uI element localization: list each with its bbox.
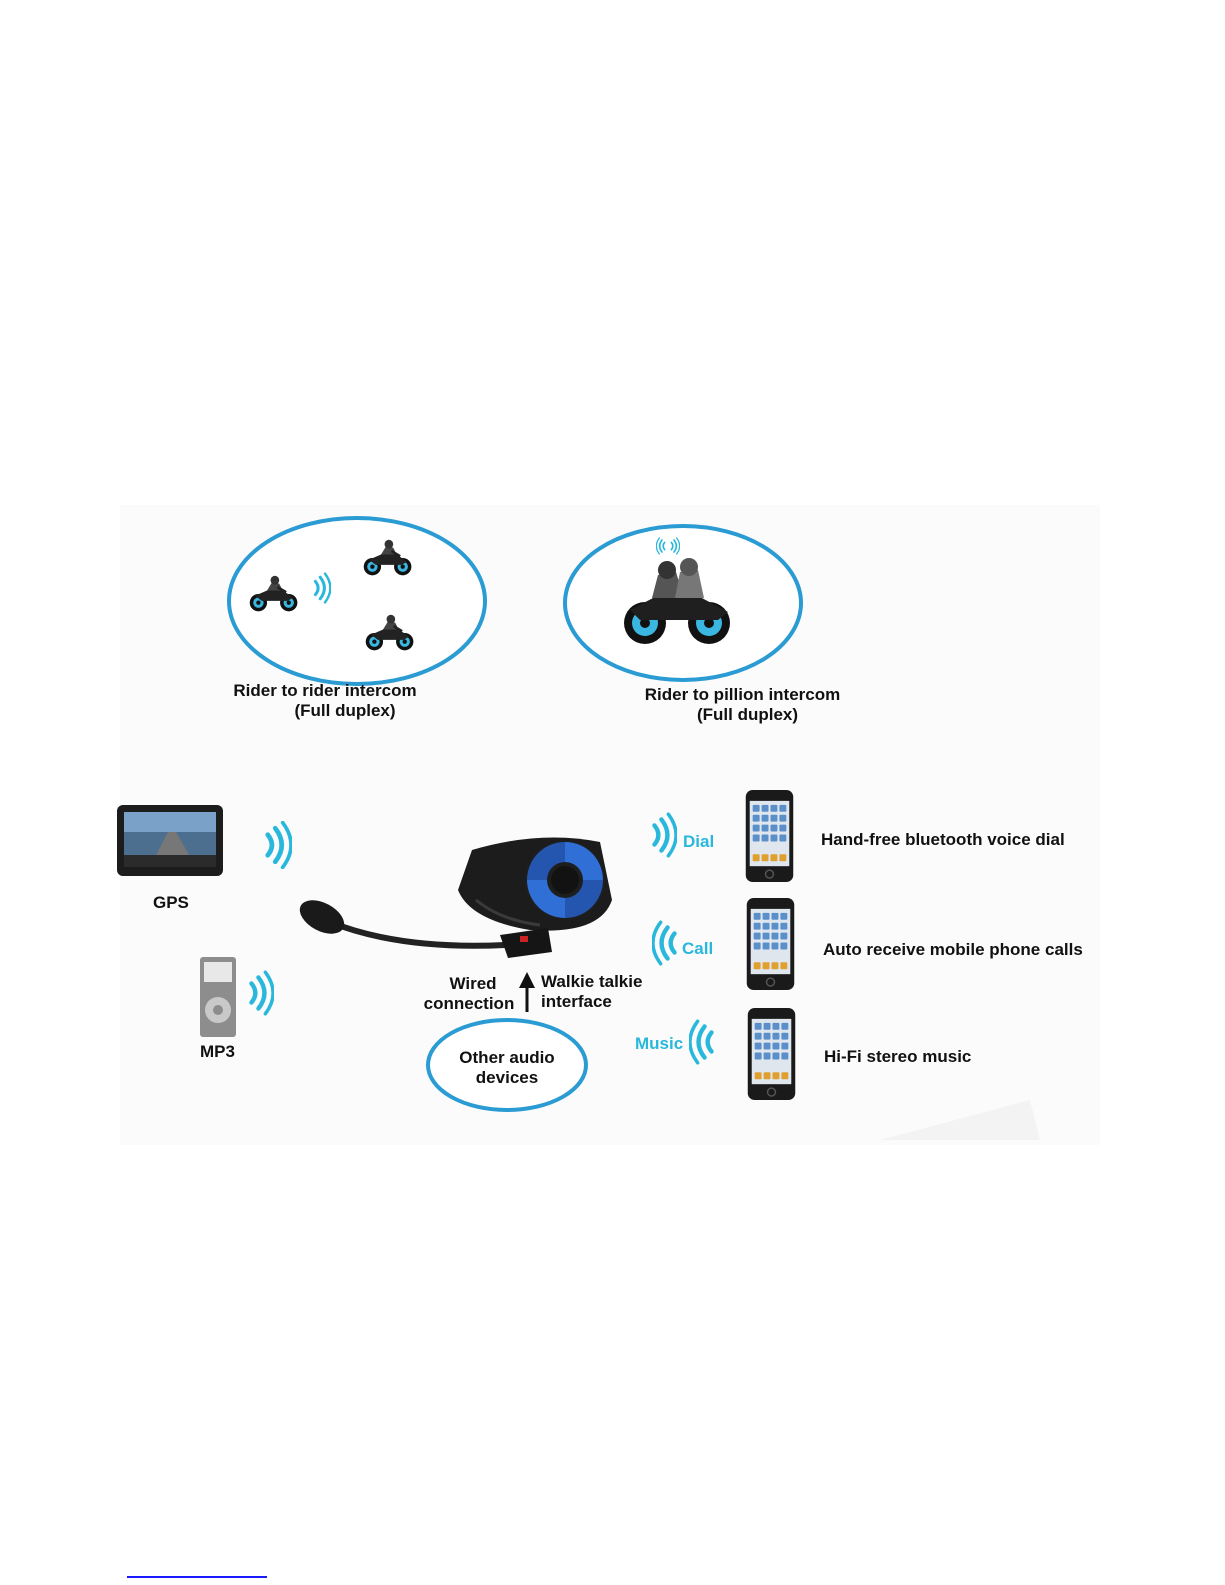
dial-signal-label: Dial [683, 832, 714, 852]
receive-calls-description: Auto receive mobile phone calls [823, 940, 1083, 960]
rider-to-pillion-label: Rider to pillion intercom (Full duplex) [635, 685, 850, 725]
smartphone-icon [748, 1008, 795, 1100]
footer-link-underline[interactable] [127, 1576, 267, 1578]
mp3-label: MP3 [200, 1042, 235, 1062]
rider-to-rider-label: Rider to rider intercom (Full duplex) [220, 681, 430, 721]
smartphone-icon [747, 898, 794, 990]
stereo-music-description: Hi-Fi stereo music [824, 1047, 971, 1067]
voice-dial-description: Hand-free bluetooth voice dial [821, 830, 1065, 850]
music-signal-label: Music [635, 1034, 683, 1054]
gps-device-icon [117, 805, 223, 876]
mp3-player-icon [200, 957, 236, 1037]
wired-connection-label: Wired connection [418, 974, 520, 1014]
call-signal-label: Call [682, 939, 713, 959]
other-audio-label: Other audio devices [440, 1048, 574, 1088]
walkie-talkie-label: Walkie talkie interface [541, 972, 642, 1012]
gps-label: GPS [153, 893, 189, 913]
smartphone-icon [746, 790, 793, 882]
rider-to-rider-ellipse [229, 518, 485, 684]
